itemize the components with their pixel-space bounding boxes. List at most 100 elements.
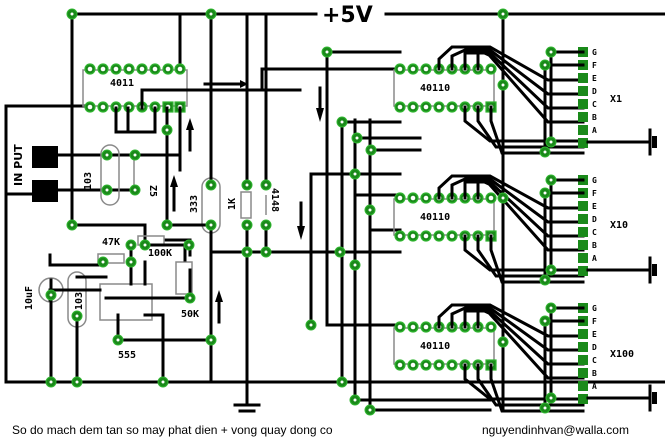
via — [497, 192, 509, 204]
input-label: IN PUT — [12, 144, 25, 186]
via — [545, 174, 557, 186]
via — [71, 376, 83, 388]
segment-label: F — [592, 189, 597, 198]
via — [305, 319, 317, 331]
pad — [433, 359, 445, 371]
pad — [162, 63, 174, 75]
pad — [485, 321, 497, 333]
via — [545, 136, 557, 148]
via — [364, 204, 376, 216]
via — [241, 246, 253, 258]
segment-label: B — [592, 241, 597, 250]
segment-pad — [578, 381, 588, 391]
pad — [420, 101, 432, 113]
capacitor-103-top — [100, 144, 120, 206]
d4148-label: 4148 — [269, 188, 280, 212]
ic-40110-label: 40110 — [420, 83, 450, 94]
via — [539, 59, 551, 71]
c10uf-label: 10uF — [24, 286, 35, 310]
segment-pad — [578, 73, 588, 83]
via — [349, 168, 361, 180]
pad — [97, 63, 109, 75]
via — [101, 149, 113, 161]
via — [321, 46, 333, 58]
via — [45, 376, 57, 388]
pad — [394, 101, 406, 113]
ic-4011-label: 4011 — [110, 78, 134, 89]
r1k-label: 1K — [227, 198, 238, 210]
signal-arrow-down-1 — [316, 86, 324, 122]
power-rail-label: +5V — [322, 3, 373, 28]
via — [334, 246, 346, 258]
segment-pad — [578, 86, 588, 96]
via — [336, 376, 348, 388]
via — [497, 336, 509, 348]
pad — [446, 101, 458, 113]
segment-pad — [578, 266, 588, 276]
via — [71, 310, 83, 322]
resistor-1k — [240, 191, 252, 219]
segment-pad — [578, 112, 588, 122]
pad — [446, 230, 458, 242]
via — [241, 219, 253, 231]
via — [364, 404, 376, 416]
segment-label: D — [592, 343, 597, 352]
pad — [394, 63, 406, 75]
via — [129, 184, 141, 196]
segment-label: B — [592, 113, 597, 122]
segment-pad — [578, 99, 588, 109]
pad — [446, 359, 458, 371]
segment-label: G — [592, 48, 597, 57]
segment-label: F — [592, 317, 597, 326]
pad — [420, 359, 432, 371]
pad — [420, 321, 432, 333]
via — [205, 8, 217, 20]
pad — [407, 230, 419, 242]
via — [545, 392, 557, 404]
r47k-label: 47K — [102, 237, 120, 248]
segment-pad — [578, 125, 588, 135]
pad — [407, 101, 419, 113]
segment-pad — [578, 329, 588, 339]
segment-pad — [578, 201, 588, 211]
pad — [84, 63, 96, 75]
footer-email[interactable]: nguyendinhvan@walla.com — [482, 423, 629, 437]
via — [260, 246, 272, 258]
c103-top-label: 103 — [83, 172, 94, 190]
segment-pad — [578, 368, 588, 378]
segment-label: G — [592, 176, 597, 185]
signal-arrow-up-3 — [215, 290, 223, 324]
segment-pad — [578, 227, 588, 237]
pad — [433, 101, 445, 113]
power-rail — [70, 12, 665, 227]
via — [66, 219, 78, 231]
segment-label: A — [592, 254, 597, 263]
ic-40110-label: 40110 — [420, 212, 450, 223]
via — [241, 179, 253, 191]
segment-label: G — [592, 304, 597, 313]
resistor-47k-body — [97, 253, 125, 264]
input-connector — [32, 146, 58, 202]
segment-label: C — [592, 356, 597, 365]
segment-pad — [578, 342, 588, 352]
pad — [97, 101, 109, 113]
pad — [394, 192, 406, 204]
r100k-label: 100K — [148, 248, 172, 259]
pad — [394, 230, 406, 242]
vr50k-label: 50K — [181, 309, 199, 320]
ground-icon — [652, 264, 657, 276]
via — [161, 124, 173, 136]
via — [545, 46, 557, 58]
segment-label: E — [592, 330, 597, 339]
via — [184, 292, 196, 304]
via — [349, 394, 361, 406]
pad — [433, 230, 445, 242]
ic-555-label: 555 — [118, 350, 136, 361]
via — [97, 256, 109, 268]
footer-caption: So do mach dem tan so may phat dien + vo… — [12, 423, 333, 437]
via — [539, 315, 551, 327]
